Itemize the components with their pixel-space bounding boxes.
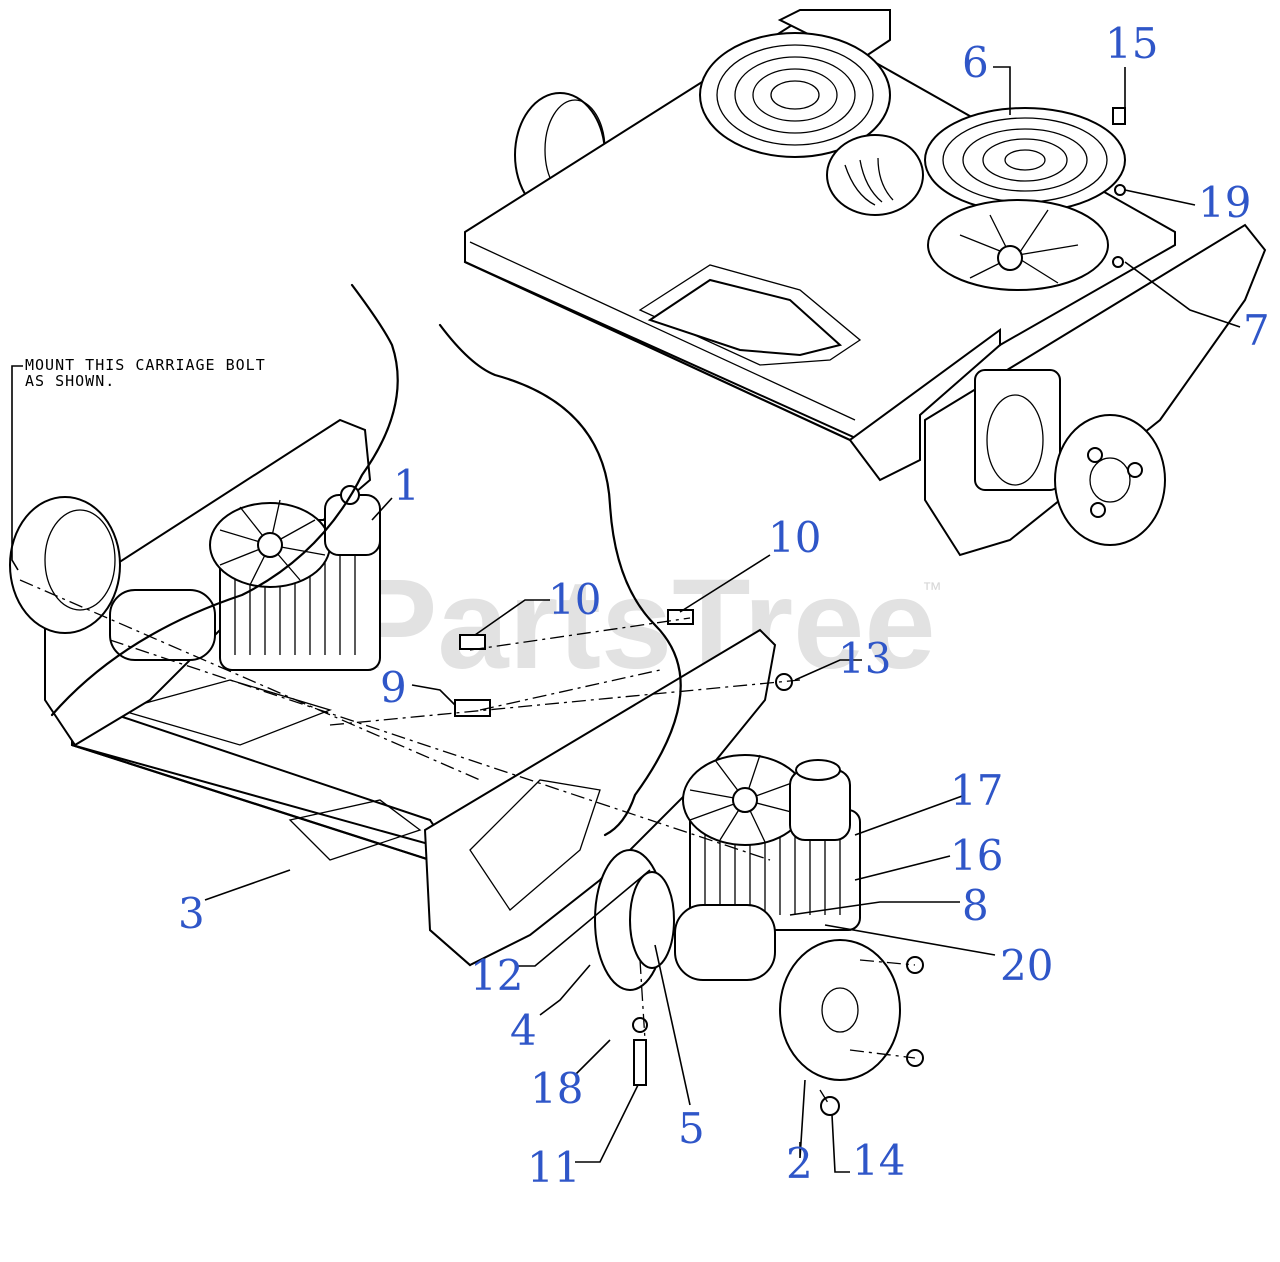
front-hub <box>779 939 901 1081</box>
callout-11: 11 <box>527 1143 580 1192</box>
callout-12: 12 <box>470 951 523 1000</box>
callout-8: 8 <box>962 881 989 930</box>
callout-9: 9 <box>380 663 407 712</box>
leader-lines <box>204 66 1241 1173</box>
left-tire <box>9 496 121 634</box>
callout-19: 19 <box>1198 178 1251 227</box>
callout-3: 3 <box>178 889 205 938</box>
lower-chassis-assembly <box>9 283 924 1116</box>
bolt-11 <box>633 1039 647 1086</box>
callout-7: 7 <box>1243 306 1270 355</box>
assembly-note: MOUNT THIS CARRIAGE BOLT AS SHOWN. <box>11 356 266 571</box>
callout-1: 1 <box>393 461 420 510</box>
nut-18 <box>632 1017 648 1033</box>
bolt-10-right <box>667 609 694 625</box>
callout-17: 17 <box>950 766 1003 815</box>
nut-14 <box>820 1096 840 1116</box>
callout-5: 5 <box>678 1104 705 1153</box>
callout-4: 4 <box>510 1006 537 1055</box>
callouts: 1 2 3 4 5 6 7 8 9 10 10 11 12 13 14 15 1… <box>178 19 1270 1192</box>
fan-grille-right <box>924 107 1126 213</box>
callout-10-left: 10 <box>548 575 601 624</box>
callout-13: 13 <box>838 634 891 683</box>
callout-14: 14 <box>852 1136 905 1185</box>
callout-16: 16 <box>950 831 1003 880</box>
upper-frame-assembly <box>463 9 1267 557</box>
right-transaxle <box>674 754 861 981</box>
callout-18: 18 <box>530 1064 583 1113</box>
hardware-19 <box>1114 184 1126 196</box>
right-hub <box>1054 414 1166 546</box>
callout-6: 6 <box>962 38 989 87</box>
callout-10-right: 10 <box>768 513 821 562</box>
control-cable-left <box>50 283 399 717</box>
callout-20: 20 <box>1000 941 1053 990</box>
callout-2: 2 <box>786 1139 813 1188</box>
hardware-15 <box>1112 107 1126 125</box>
bolt-9 <box>454 699 491 717</box>
note-line-2: AS SHOWN. <box>25 372 115 390</box>
note-line-1: MOUNT THIS CARRIAGE BOLT <box>25 356 266 374</box>
fan-grille-left <box>699 32 891 158</box>
nut-13 <box>775 673 793 691</box>
watermark-trademark: ™ <box>922 579 942 601</box>
bolt-10-left <box>459 634 486 650</box>
front-side-plate <box>423 628 777 967</box>
control-cable-right <box>438 323 682 837</box>
callout-15: 15 <box>1105 19 1158 68</box>
hardware-7 <box>1112 256 1124 268</box>
